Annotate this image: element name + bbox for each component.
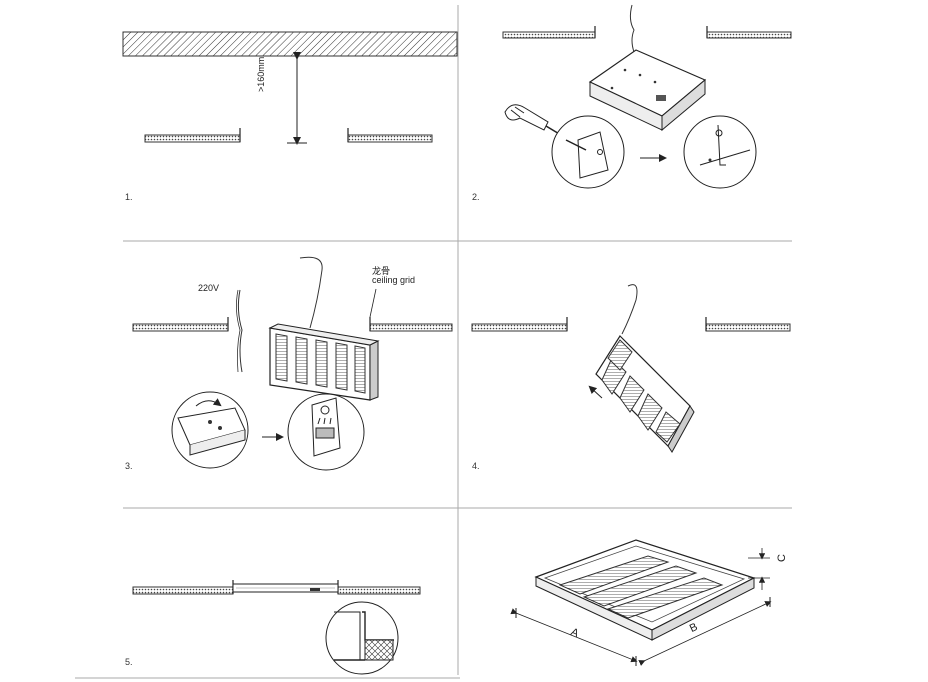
step-2-open-frame xyxy=(502,4,792,189)
step-6-dimensions xyxy=(510,539,772,666)
ceiling-right xyxy=(369,323,453,332)
step-4-insert xyxy=(471,284,791,453)
panel-dividers xyxy=(75,5,792,679)
tilted-louver-panel xyxy=(595,335,695,453)
ceiling-right xyxy=(337,586,421,595)
false-ceiling-right xyxy=(347,134,433,143)
step-3-connect xyxy=(132,256,453,471)
step-5-seated xyxy=(132,580,421,675)
step-number-3: 3. xyxy=(125,461,133,471)
step-number-1: 1. xyxy=(125,192,133,202)
step-number-4: 4. xyxy=(472,461,480,471)
ceiling-left xyxy=(132,586,234,595)
step-1-clearance xyxy=(122,31,458,145)
clearance-label: >160mm xyxy=(256,56,266,92)
mains-cable xyxy=(237,289,243,373)
detail-circle-open xyxy=(683,115,757,189)
ceiling-right xyxy=(706,31,792,39)
screwdriver xyxy=(504,104,549,131)
step-number-2: 2. xyxy=(472,192,480,202)
dimension-c-label: C xyxy=(776,554,788,562)
ceiling-right xyxy=(705,323,791,332)
ceiling-left xyxy=(471,323,568,332)
ceiling-left xyxy=(502,31,596,39)
ceiling-left xyxy=(132,323,229,332)
detail-circle-edge xyxy=(325,601,399,675)
concrete-ceiling xyxy=(122,31,458,57)
ceiling-grid-label: ceiling grid xyxy=(372,275,416,285)
voltage-label: 220V xyxy=(198,283,220,293)
false-ceiling-left xyxy=(144,134,241,143)
louver-panel-face xyxy=(268,323,380,401)
ceiling-grid-cn-label: 龙骨 xyxy=(372,266,391,276)
step-number-5: 5. xyxy=(125,657,133,667)
